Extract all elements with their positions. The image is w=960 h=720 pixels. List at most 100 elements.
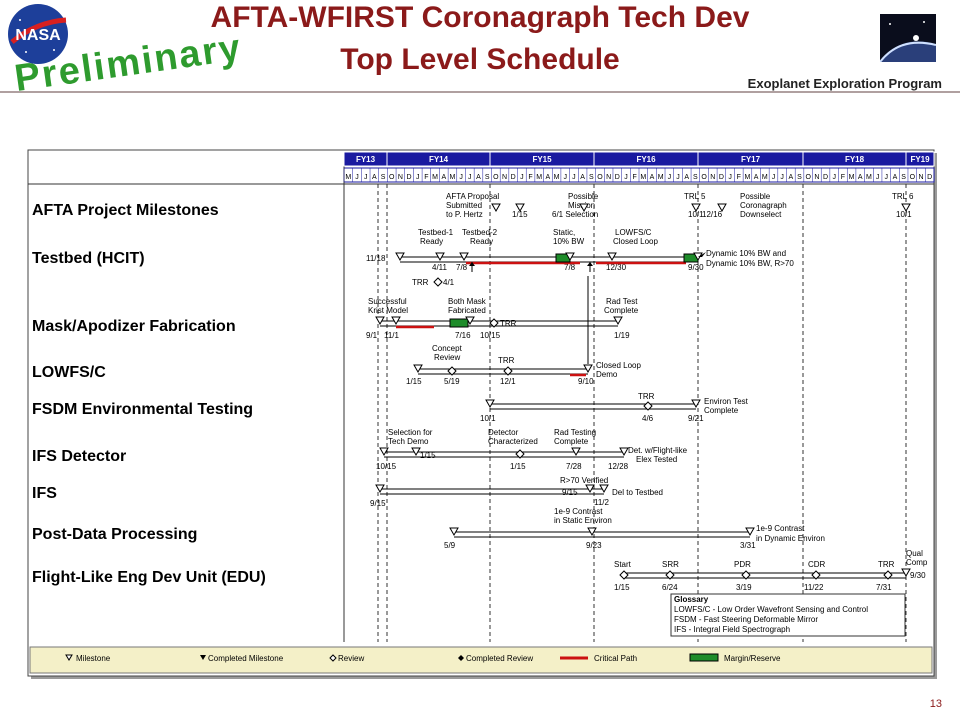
month-label: S: [381, 174, 386, 181]
ifs-detector-timeline: Selection for Tech Demo Detector Charact…: [376, 428, 688, 471]
svg-text:Both Mask: Both Mask: [448, 297, 487, 306]
month-label: D: [407, 174, 412, 181]
fsdm-timeline: TRR Environ Test Complete 10/1 4/6 9/21: [480, 392, 749, 423]
month-label: J: [876, 174, 880, 181]
month-label: S: [485, 174, 490, 181]
svg-text:9/10: 9/10: [578, 377, 594, 386]
svg-text:TRR: TRR: [878, 560, 895, 569]
nasa-logo: NASA: [8, 4, 68, 64]
month-label: M: [554, 174, 560, 181]
svg-text:Tech Demo: Tech Demo: [388, 437, 429, 446]
svg-text:Coronagraph: Coronagraph: [740, 201, 787, 210]
month-label: J: [459, 174, 463, 181]
svg-text:11/22: 11/22: [804, 583, 824, 592]
month-label: M: [450, 174, 456, 181]
svg-text:5/19: 5/19: [444, 377, 460, 386]
fy-header-band: [344, 152, 934, 166]
month-label: M: [745, 174, 751, 181]
row-label-afta: AFTA Project Milestones: [32, 202, 219, 219]
svg-text:12/16: 12/16: [702, 210, 723, 219]
month-label: M: [658, 174, 664, 181]
month-label: D: [615, 174, 620, 181]
svg-text:10% BW: 10% BW: [553, 237, 585, 246]
month-label: M: [866, 174, 872, 181]
svg-text:R>70 Verified: R>70 Verified: [560, 476, 608, 485]
svg-text:6/24: 6/24: [662, 583, 678, 592]
month-label: N: [814, 174, 819, 181]
svg-text:Submitted: Submitted: [446, 201, 482, 210]
svg-text:Possible: Possible: [568, 192, 599, 201]
svg-text:Concept: Concept: [432, 344, 463, 353]
svg-text:TRR: TRR: [500, 319, 517, 328]
month-label: A: [754, 174, 759, 181]
legend-review-icon: [329, 654, 337, 662]
month-label: J: [564, 174, 568, 181]
svg-text:7/8: 7/8: [456, 263, 468, 272]
svg-text:10/1: 10/1: [688, 210, 704, 219]
svg-text:11/18: 11/18: [366, 254, 386, 263]
svg-text:Rad Test: Rad Test: [606, 297, 638, 306]
svg-text:4/6: 4/6: [642, 414, 654, 423]
svg-text:7/16: 7/16: [455, 331, 471, 340]
svg-text:Start: Start: [614, 560, 632, 569]
svg-text:1/15: 1/15: [510, 462, 526, 471]
lowfs-timeline: Concept Review TRR Closed Loop Demo 1/15…: [406, 276, 641, 386]
svg-text:Complete: Complete: [704, 406, 739, 415]
svg-text:12/1: 12/1: [500, 377, 516, 386]
svg-text:7/31: 7/31: [876, 583, 892, 592]
month-label: N: [710, 174, 715, 181]
month-label: A: [580, 174, 585, 181]
fy-label: FY16: [636, 155, 656, 164]
row-label-ifs-detector: IFS Detector: [32, 448, 126, 465]
svg-text:1/19: 1/19: [614, 331, 630, 340]
svg-text:10/1: 10/1: [896, 210, 912, 219]
month-label: A: [684, 174, 689, 181]
svg-text:TRR: TRR: [498, 356, 515, 365]
month-label: A: [650, 174, 655, 181]
legend-critical-path: Critical Path: [594, 654, 637, 663]
svg-text:Detector: Detector: [488, 428, 519, 437]
svg-text:Complete: Complete: [554, 437, 589, 446]
svg-text:Demo: Demo: [596, 370, 618, 379]
month-label: D: [927, 174, 932, 181]
month-label: A: [441, 174, 446, 181]
legend-margin-icon: [689, 653, 719, 662]
svg-text:Complete: Complete: [604, 306, 639, 315]
svg-text:11/1: 11/1: [384, 331, 400, 340]
glossary-item: FSDM - Fast Steering Deformable Mirror: [674, 615, 818, 624]
svg-text:TRL 5: TRL 5: [684, 192, 706, 201]
month-label: J: [832, 174, 836, 181]
svg-text:Testbed-2: Testbed-2: [462, 228, 498, 237]
afta-milestones: AFTA Proposal Submitted to P. Hertz Poss…: [446, 192, 914, 219]
month-label: N: [398, 174, 403, 181]
fy-label: FY19: [910, 155, 930, 164]
svg-text:Rad Testing: Rad Testing: [554, 428, 596, 437]
month-label: F: [737, 174, 741, 181]
svg-text:9/15: 9/15: [562, 488, 578, 497]
month-label: M: [640, 174, 646, 181]
month-label: N: [606, 174, 611, 181]
header-divider: [0, 91, 960, 93]
legend-completed-review-icon: [458, 655, 464, 661]
svg-text:3/31: 3/31: [740, 541, 756, 550]
row-label-testbed: Testbed (HCIT): [32, 250, 145, 267]
fy-label: FY13: [356, 155, 376, 164]
legend-completed-milestone: Completed Milestone: [208, 654, 284, 663]
legend-completed-review: Completed Review: [466, 654, 533, 663]
row-label-post-data: Post-Data Processing: [32, 526, 197, 543]
month-label: J: [885, 174, 889, 181]
svg-text:TRR: TRR: [412, 278, 429, 287]
nasa-logo-text: NASA: [15, 27, 61, 44]
svg-text:TRL 6: TRL 6: [892, 192, 914, 201]
month-label: D: [511, 174, 516, 181]
svg-text:Testbed-1: Testbed-1: [418, 228, 454, 237]
legend-milestone: Milestone: [76, 654, 111, 663]
svg-text:Fabricated: Fabricated: [448, 306, 486, 315]
svg-text:9/21: 9/21: [688, 414, 704, 423]
legend-completed-milestone-icon: [200, 655, 206, 660]
month-label: A: [372, 174, 377, 181]
month-label: A: [789, 174, 794, 181]
svg-text:3/19: 3/19: [736, 583, 752, 592]
svg-text:9/30: 9/30: [910, 571, 926, 580]
svg-text:to P. Hertz: to P. Hertz: [446, 210, 483, 219]
